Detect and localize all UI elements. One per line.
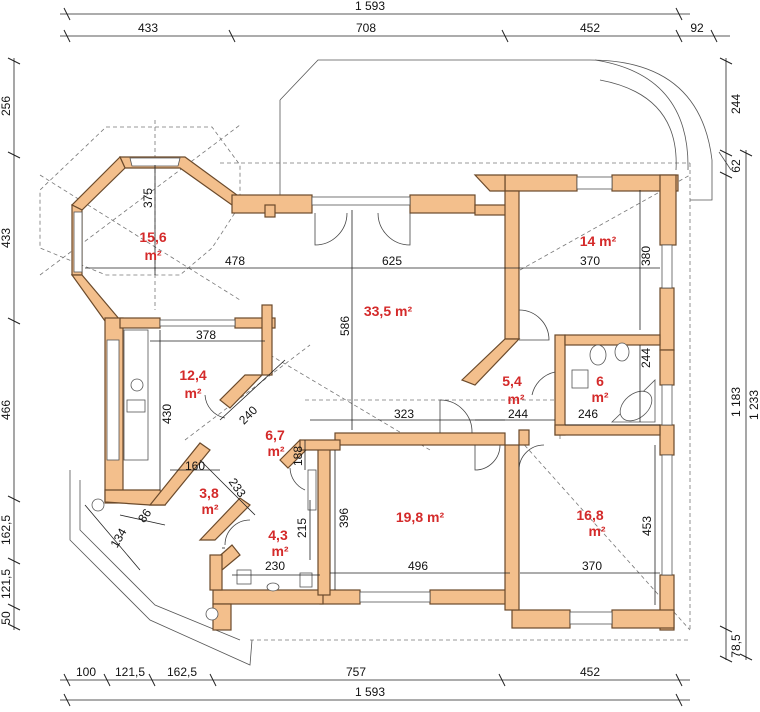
- planter-icon: [91, 498, 105, 512]
- room-unit-12-4: m²: [184, 385, 201, 401]
- room-area-3-8: 3,8: [199, 485, 219, 501]
- planter-icon-2: [205, 607, 219, 621]
- bottom-dim-2: 121,5: [115, 665, 145, 679]
- room-label-14: 14 m²: [580, 233, 617, 249]
- room-area-12-4: 12,4: [179, 367, 206, 383]
- room-unit-16-8: m²: [588, 523, 605, 539]
- dim-244-hall: 244: [508, 407, 528, 421]
- bottom-dim-5: 452: [580, 665, 600, 679]
- dim-160: 160: [185, 459, 205, 473]
- room-area-16-8: 16,8: [576, 507, 603, 523]
- bottom-dim-3: 162,5: [167, 665, 197, 679]
- room-unit-6-7: m²: [267, 443, 284, 459]
- dim-396: 396: [337, 508, 351, 528]
- kitchen-counter: [123, 329, 149, 461]
- room-area-15-6: 15,6: [139, 229, 166, 245]
- dim-625: 625: [382, 254, 402, 268]
- top-dim-4: 92: [690, 21, 704, 35]
- dim-188: 188: [291, 446, 305, 466]
- right-dim-4: 78,5: [729, 634, 743, 658]
- dim-233: 233: [226, 475, 249, 500]
- dim-478: 478: [225, 254, 245, 268]
- room-area-5-4: 5,4: [502, 373, 522, 389]
- dim-246: 246: [578, 407, 598, 421]
- left-dim-4: 162,5: [0, 515, 13, 545]
- left-dim-6: 50: [0, 611, 13, 625]
- dim-375: 375: [141, 188, 155, 208]
- dim-370-bottom: 370: [582, 559, 602, 573]
- dim-370-top: 370: [580, 254, 600, 268]
- dim-586: 586: [338, 316, 352, 336]
- left-dim-1: 256: [0, 96, 13, 116]
- right-dim-1: 244: [729, 94, 743, 114]
- porch-outline: [69, 470, 253, 666]
- sink-icon: [130, 378, 144, 392]
- top-dim-1: 433: [138, 21, 158, 35]
- room-area-6: 6: [596, 373, 604, 389]
- top-dim-2: 708: [356, 21, 376, 35]
- room-label-33-5: 33,5 m²: [364, 303, 413, 319]
- room-unit-3-8: m²: [201, 501, 218, 517]
- right-dim-2: 62: [729, 159, 743, 173]
- right-dim-3: 1 183: [729, 387, 743, 417]
- dim-496: 496: [408, 559, 428, 573]
- doors: [204, 212, 556, 546]
- washer-icon: [299, 572, 313, 588]
- washbasin-icon: [571, 369, 589, 389]
- room-area-4-3: 4,3: [268, 527, 288, 543]
- toilet-icon: [589, 344, 607, 366]
- right-overall-dim: 1 233: [747, 390, 760, 420]
- fixtures: [91, 329, 656, 621]
- left-dim-5: 121,5: [0, 569, 13, 599]
- exterior-dimension-lines: [7, 7, 753, 707]
- bottom-dim-1: 100: [76, 665, 96, 679]
- dim-378: 378: [196, 328, 216, 342]
- room-unit-15-6: m²: [144, 247, 161, 263]
- bottom-dim-4: 757: [346, 665, 366, 679]
- interior-dimension-lines: [84, 165, 660, 605]
- top-overall-dim: 1 593: [355, 0, 385, 13]
- bidet-icon: [614, 342, 630, 362]
- dim-244-bath: 244: [639, 348, 653, 368]
- bottom-overall-dim: 1 593: [355, 685, 385, 699]
- room-label-19-8: 19,8 m²: [396, 509, 445, 525]
- dim-215: 215: [295, 518, 309, 538]
- dim-453: 453: [640, 516, 654, 536]
- dim-240: 240: [236, 403, 260, 427]
- dim-323: 323: [394, 407, 414, 421]
- windows: [73, 157, 673, 625]
- room-unit-4-3: m²: [271, 543, 288, 559]
- top-dim-3: 452: [580, 21, 600, 35]
- dim-430: 430: [160, 404, 174, 424]
- room-unit-6: m²: [591, 389, 608, 405]
- small-sink-icon: [236, 569, 252, 585]
- dim-380: 380: [639, 246, 653, 266]
- dim-134: 134: [107, 526, 129, 551]
- stove-icon: [126, 399, 146, 413]
- dim-230: 230: [265, 559, 285, 573]
- room-unit-5-4: m²: [507, 391, 524, 407]
- terrace-outline: [279, 59, 732, 201]
- left-dim-2: 433: [0, 228, 13, 248]
- left-dim-3: 466: [0, 400, 13, 420]
- wc-icon: [266, 582, 280, 592]
- room-areas: 15,6 m² 33,5 m² 14 m² 12,4 m² 5,4 m² 6 m…: [139, 229, 616, 559]
- room-area-6-7: 6,7: [265, 427, 285, 443]
